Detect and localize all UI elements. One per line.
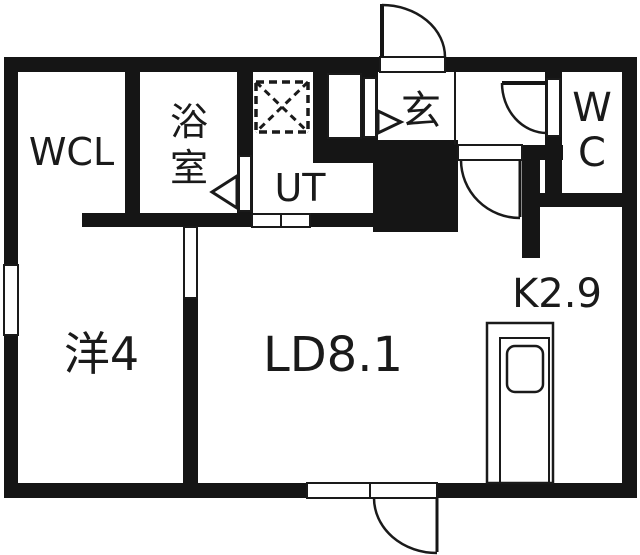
label-utility: UT [274,166,326,210]
hall-door-opening [457,144,523,161]
label-toilet: W C [563,86,621,176]
washer-pan-icon [254,80,310,134]
wall-entry-block [373,140,458,232]
label-bedroom: 洋4 [63,327,140,381]
entrance-direction-arrow-icon [376,108,405,136]
label-bathroom: 浴 室 [141,99,237,191]
bedroom-door-opening [183,226,198,299]
label-living-dining: LD8.1 [262,327,404,383]
wc-door-arc [500,82,548,135]
label-bathroom-line2: 室 [169,146,208,190]
wall-right [622,57,637,498]
kitchen-counter-inner [499,337,550,484]
label-kitchen: K2.9 [512,271,602,317]
wall-wc-left [545,72,562,193]
wall-storage-block [313,72,378,163]
label-entrance: 玄 [401,88,441,134]
label-toilet-line2: C [578,130,606,176]
wall-ld-kitchen [522,160,540,258]
entrance-door-arc [381,3,447,58]
wall-kitchen-stub [487,413,500,483]
wall-bedroom-ld [183,298,198,483]
label-toilet-line1: W [572,85,612,131]
label-bathroom-line1: 浴 [169,100,208,144]
balcony-door-arc [372,497,438,555]
hall-door-arc [459,159,521,220]
wall-mid-band [82,213,373,227]
wall-left [4,57,18,498]
wall-bottom [4,483,637,498]
wall-top [4,57,637,72]
wall-wc-bottom [540,193,622,207]
wall-wcl-bath [125,72,140,213]
wall-bath-ut [237,72,253,227]
kitchen-sink [505,344,545,394]
label-wcl: WCL [28,130,115,174]
